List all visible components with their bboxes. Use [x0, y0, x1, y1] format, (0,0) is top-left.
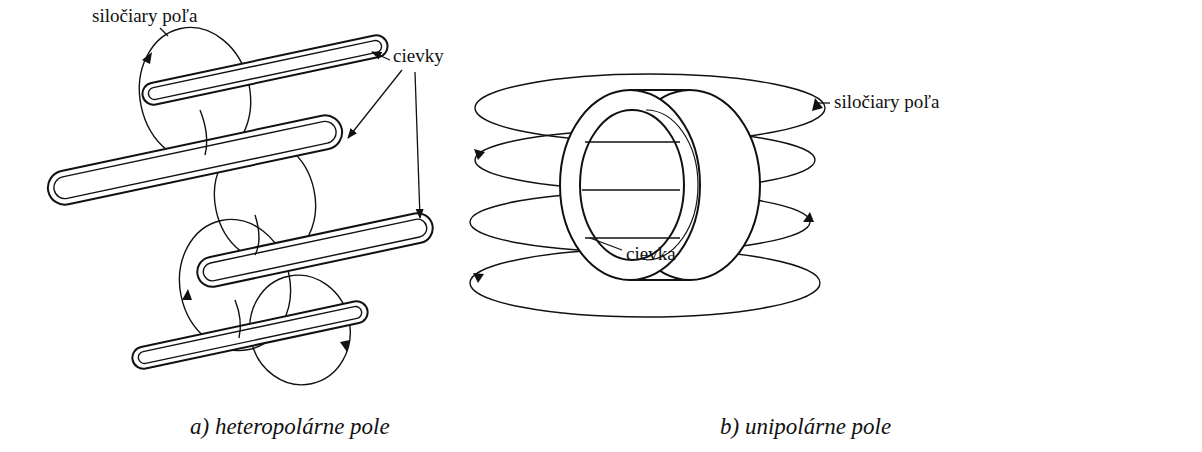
- field-lines-b: [470, 74, 825, 317]
- field-arrows-b: [473, 98, 823, 283]
- figure-caption: a) heteropolárne pole: [190, 414, 390, 439]
- coil: [45, 112, 346, 208]
- part-label: cievka: [626, 244, 676, 265]
- coil: [130, 299, 369, 370]
- part-label: cievky: [393, 46, 444, 67]
- part-label: siločiary poľa: [92, 6, 197, 27]
- field-lines-front-a: [200, 110, 259, 338]
- coil: [140, 33, 389, 106]
- ring-coil: [560, 90, 760, 280]
- coil: [195, 210, 436, 289]
- leader-line: [160, 28, 420, 218]
- leader-line: [590, 103, 830, 250]
- figure-caption: b) unipolárne pole: [720, 414, 891, 439]
- field-lines-inner-b: [582, 142, 680, 238]
- part-label: siločiary poľa: [834, 92, 939, 113]
